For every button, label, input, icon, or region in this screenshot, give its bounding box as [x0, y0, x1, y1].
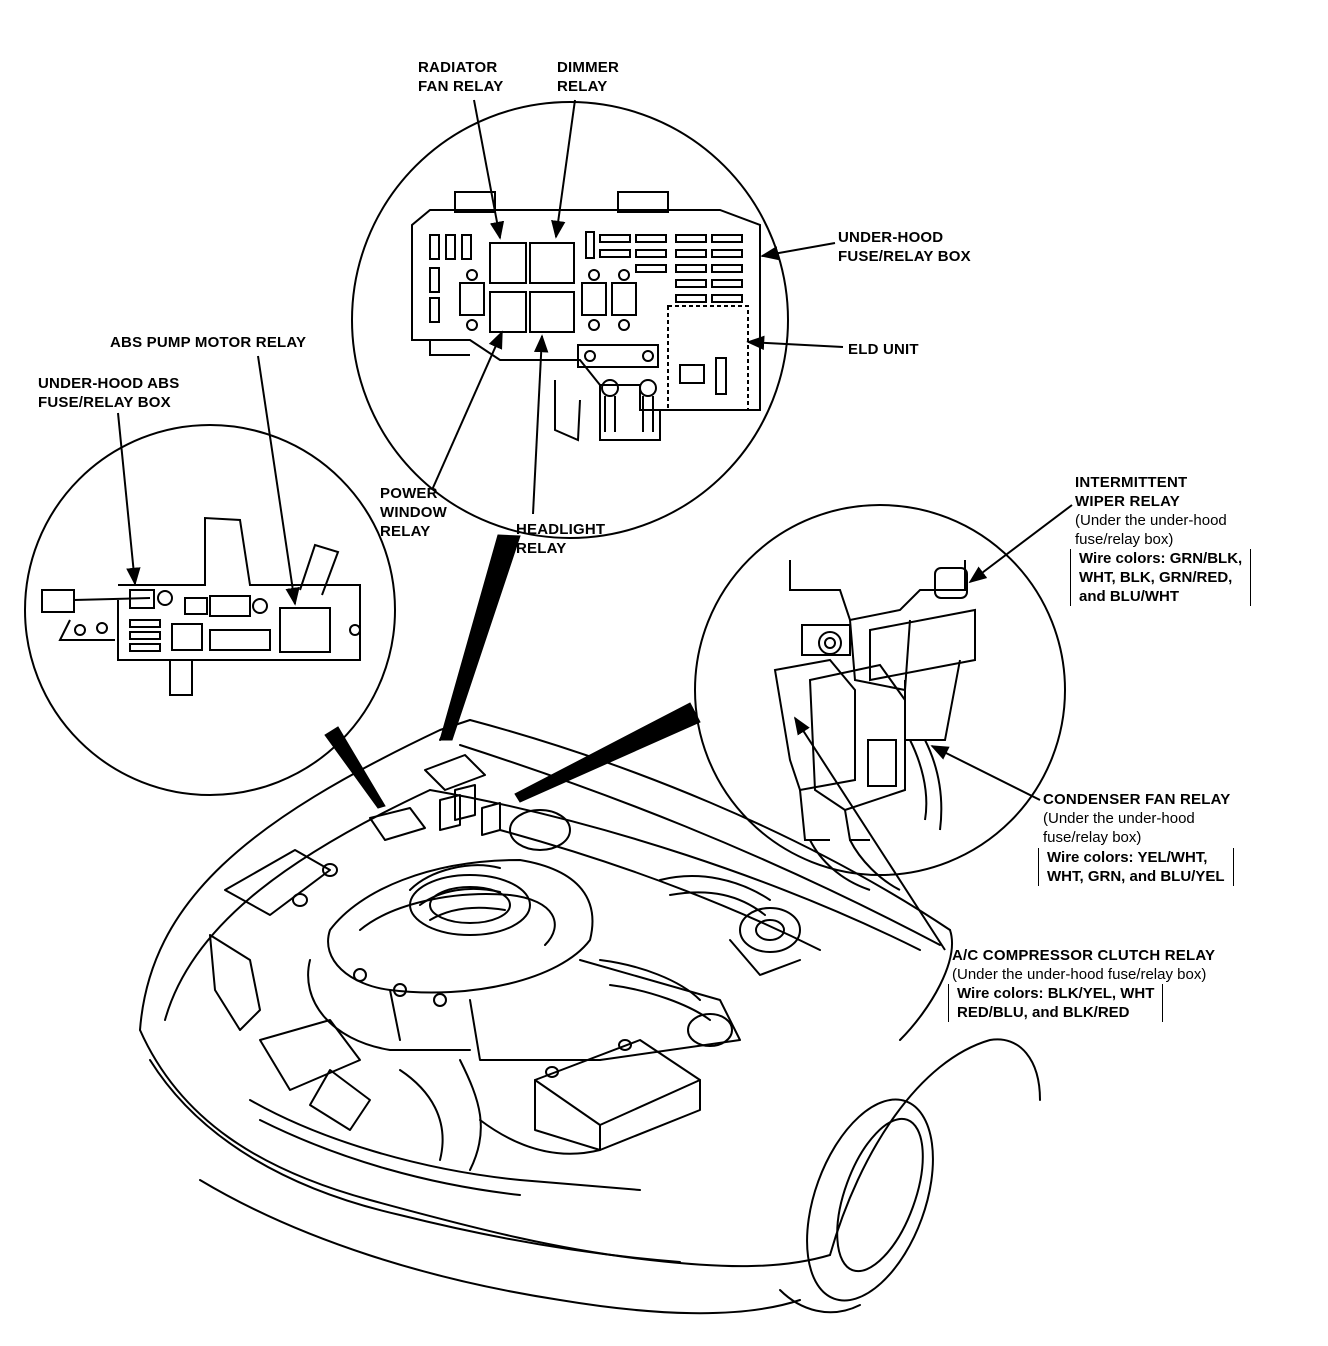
wire-line: Wire colors: BLK/YEL, WHT — [957, 985, 1155, 1002]
ac-compressor-clutch-relay-note: (Under the under-hood fuse/relay box) — [952, 965, 1206, 984]
note-line: fuse/relay box) — [1075, 531, 1174, 548]
under-hood-abs-fuse-relay-box-label: UNDER-HOOD ABS FUSE/RELAY BOX — [38, 374, 179, 412]
under-hood-fuse-relay-box-label: UNDER-HOOD FUSE/RELAY BOX — [838, 228, 971, 266]
intermittent-wiper-relay-label: INTERMITTENT WIPER RELAY — [1075, 473, 1187, 511]
intermittent-wiper-relay-wire-colors: Wire colors: GRN/BLK, WHT, BLK, GRN/RED,… — [1070, 549, 1252, 606]
label-line: DIMMER — [557, 59, 620, 76]
headlight-relay-label: HEADLIGHT RELAY — [516, 520, 605, 558]
ac-compressor-clutch-relay-label: A/C COMPRESSOR CLUTCH RELAY — [952, 946, 1215, 965]
wire-line: and BLU/WHT — [1079, 588, 1179, 605]
label-line: CONDENSER FAN RELAY — [1043, 791, 1231, 808]
leader-wedges — [324, 534, 701, 809]
label-line: POWER — [380, 485, 438, 502]
wire-line: Wire colors: GRN/BLK, — [1079, 550, 1243, 567]
abs-box-detail-circle — [24, 424, 396, 796]
label-line: RELAY — [557, 78, 608, 95]
abs-pump-motor-relay-label: ABS PUMP MOTOR RELAY — [110, 333, 306, 352]
wire-line: Wire colors: YEL/WHT, — [1047, 849, 1208, 866]
condenser-fan-relay-note: (Under the under-hood fuse/relay box) — [1043, 809, 1195, 847]
label-line: WIPER RELAY — [1075, 493, 1180, 510]
eld-unit-label: ELD UNIT — [848, 340, 919, 359]
label-line: INTERMITTENT — [1075, 474, 1188, 491]
label-line: UNDER-HOOD ABS — [38, 375, 180, 392]
intermittent-wiper-relay-note: (Under the under-hood fuse/relay box) — [1075, 511, 1227, 549]
label-line: UNDER-HOOD — [838, 229, 944, 246]
note-line: (Under the under-hood — [1075, 512, 1227, 529]
note-line: (Under the under-hood — [1043, 810, 1195, 827]
label-line: HEADLIGHT — [516, 521, 606, 538]
wire-line: WHT, GRN, and BLU/YEL — [1047, 868, 1225, 885]
label-line: FUSE/RELAY BOX — [38, 394, 171, 411]
label-line: FAN RELAY — [418, 78, 504, 95]
label-line: A/C COMPRESSOR CLUTCH RELAY — [952, 947, 1216, 964]
condenser-fan-relay-wire-colors: Wire colors: YEL/WHT, WHT, GRN, and BLU/… — [1038, 848, 1234, 886]
wire-line: RED/BLU, and BLK/RED — [957, 1004, 1130, 1021]
label-line: RELAY — [380, 523, 431, 540]
wire-line: WHT, BLK, GRN/RED, — [1079, 569, 1233, 586]
condenser-fan-relay-label: CONDENSER FAN RELAY — [1043, 790, 1230, 809]
label-line: FUSE/RELAY BOX — [838, 248, 971, 265]
label-line: RADIATOR — [418, 59, 498, 76]
car-front-illustration — [139, 709, 1041, 1315]
note-line: (Under the under-hood fuse/relay box) — [952, 966, 1207, 983]
label-line: RELAY — [516, 540, 567, 557]
ac-compressor-clutch-relay-wire-colors: Wire colors: BLK/YEL, WHT RED/BLU, and B… — [948, 984, 1164, 1022]
label-line: ABS PUMP MOTOR RELAY — [110, 334, 307, 351]
relay-cluster-detail-circle — [694, 504, 1066, 891]
fuse-box-detail-circle — [351, 101, 789, 539]
label-line: WINDOW — [380, 504, 448, 521]
radiator-fan-relay-label: RADIATOR FAN RELAY — [418, 58, 503, 96]
pointer-arrows — [117, 99, 1073, 951]
label-line: ELD UNIT — [848, 341, 919, 358]
note-line: fuse/relay box) — [1043, 829, 1142, 846]
power-window-relay-label: POWER WINDOW RELAY — [380, 484, 447, 541]
dimmer-relay-label: DIMMER RELAY — [557, 58, 619, 96]
